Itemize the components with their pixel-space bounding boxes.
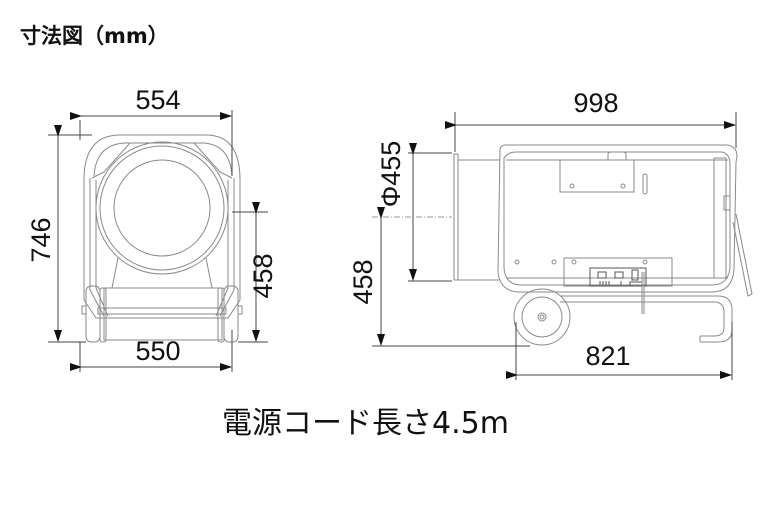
front-width-bottom-label: 550 — [135, 336, 180, 366]
power-cord-caption: 電源コード長さ4.5m — [222, 406, 509, 441]
duct-diameter-label: Φ455 — [376, 141, 406, 208]
drawing-title: 寸法図（mm） — [20, 24, 169, 48]
front-height-label: 746 — [26, 217, 56, 262]
front-duct-height-label: 458 — [248, 253, 278, 298]
wheelbase-label: 821 — [585, 341, 630, 371]
side-view: 998 Φ455 458 821 — [348, 88, 753, 380]
side-length-label: 998 — [573, 88, 618, 118]
front-view: 554 746 458 550 — [26, 85, 278, 372]
front-width-top-label: 554 — [135, 85, 180, 115]
side-duct-height-label: 458 — [348, 259, 378, 304]
